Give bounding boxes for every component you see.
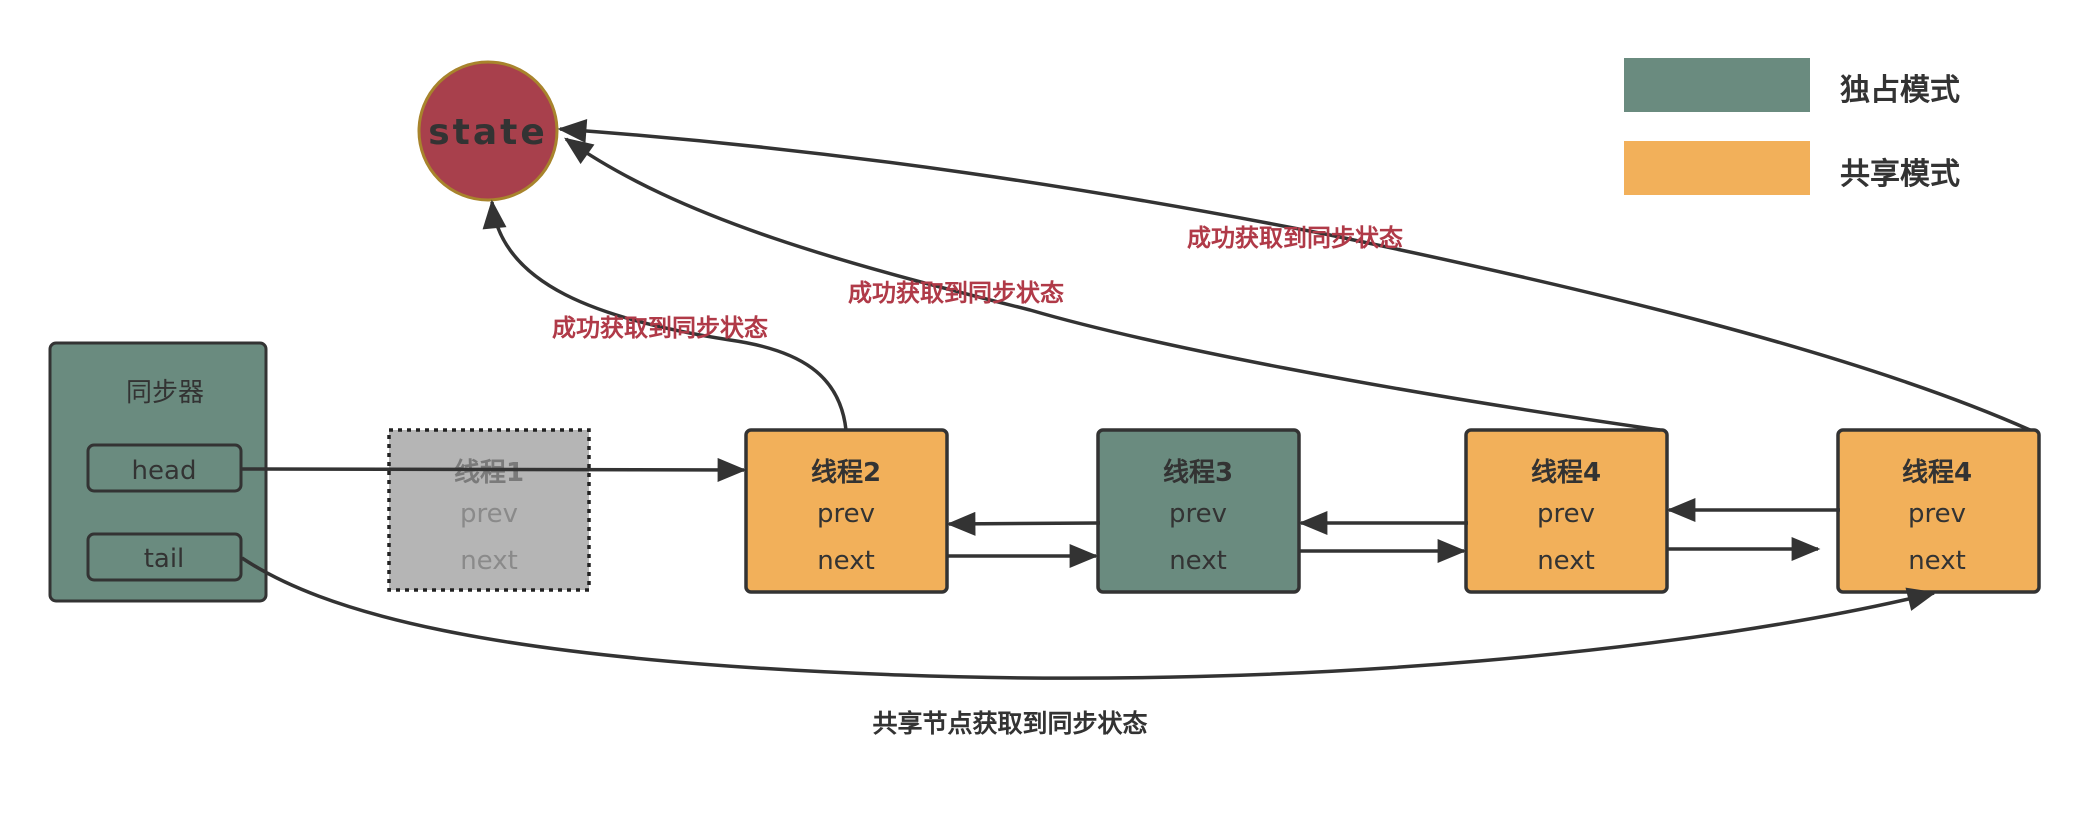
synchronizer-box: 同步器 head tail <box>48 341 268 603</box>
node-thread-4a-title: 线程4 <box>1531 458 1601 488</box>
node-thread-2-title: 线程2 <box>811 458 881 488</box>
state-label: state <box>428 112 548 153</box>
footer-label: 共享节点获取到同步状态 <box>872 709 1147 738</box>
edge-label-acquire-1: 成功获取到同步状态 <box>552 314 768 342</box>
tail-label: tail <box>144 544 185 574</box>
node-thread-1-title: 线程1 <box>454 458 524 488</box>
legend-swatch-exclusive <box>1624 58 1810 112</box>
node-thread-4b: 线程4 prev next <box>1836 428 2041 594</box>
node-thread-4a-next: next <box>1537 546 1595 576</box>
edge-head-to-thread-2 <box>241 457 747 482</box>
node-thread-2: 线程2 prev next <box>744 428 949 594</box>
legend-label-shared: 共享模式 <box>1840 157 1960 192</box>
edge-thread-4b-acquire <box>557 118 2031 432</box>
edge-tail-to-thread-4b <box>241 556 1937 680</box>
state-node: state <box>417 60 559 202</box>
node-thread-2-frame <box>744 428 949 594</box>
node-thread-1-frame <box>387 428 591 592</box>
node-thread-3-prev: prev <box>1169 499 1227 529</box>
legend-label-exclusive: 独占模式 <box>1840 73 1960 108</box>
node-thread-4b-title: 线程4 <box>1902 458 1972 488</box>
node-thread-4b-next: next <box>1908 546 1966 576</box>
legend: 独占模式 共享模式 <box>1624 58 1960 195</box>
edge-thread-2-acquire <box>482 199 848 431</box>
node-thread-2-prev: prev <box>817 499 875 529</box>
edge-thread-4a-acquire <box>564 137 1661 432</box>
node-thread-4b-prev: prev <box>1908 499 1966 529</box>
node-thread-1-prev: prev <box>460 499 518 529</box>
node-thread-2-next: next <box>817 546 875 576</box>
edge-label-acquire-3: 成功获取到同步状态 <box>1187 224 1403 252</box>
tail-field <box>86 532 243 582</box>
node-thread-4a: 线程4 prev next <box>1464 428 1669 594</box>
node-thread-1: 线程1 prev next <box>387 428 591 592</box>
node-thread-3-next: next <box>1169 546 1227 576</box>
synchronizer-title: 同步器 <box>126 378 204 408</box>
node-thread-3: 线程3 prev next <box>1096 428 1301 594</box>
node-thread-4a-prev: prev <box>1537 499 1595 529</box>
node-thread-3-title: 线程3 <box>1163 458 1233 488</box>
edge-thread-3-prev <box>946 511 1101 536</box>
node-thread-1-next: next <box>460 546 518 576</box>
legend-swatch-shared <box>1624 141 1810 195</box>
head-label: head <box>132 456 197 486</box>
edge-label-acquire-2: 成功获取到同步状态 <box>848 279 1064 307</box>
head-field <box>86 443 243 493</box>
